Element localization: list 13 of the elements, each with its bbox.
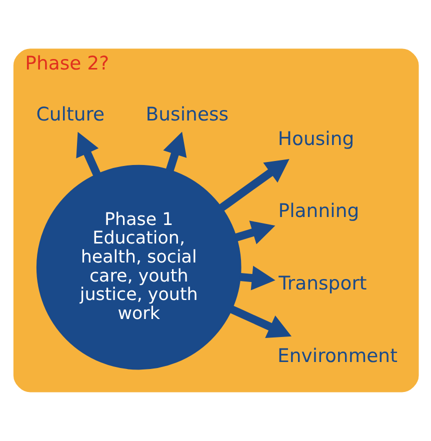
arrow xyxy=(76,132,101,176)
arrow xyxy=(219,158,290,211)
node-text: Business xyxy=(146,104,229,126)
arrow xyxy=(230,306,292,338)
arrow xyxy=(240,266,276,290)
node-text: Planning xyxy=(278,201,360,222)
node-text: Environment xyxy=(278,346,398,368)
node-text: Culture xyxy=(36,104,105,126)
arrow xyxy=(234,220,276,244)
arrow xyxy=(163,132,187,172)
node-text: Transport xyxy=(278,274,367,295)
node-text: Housing xyxy=(278,128,354,150)
node-circle: Phase 1 Education, health, social care, youth justice, youth work xyxy=(36,164,242,370)
